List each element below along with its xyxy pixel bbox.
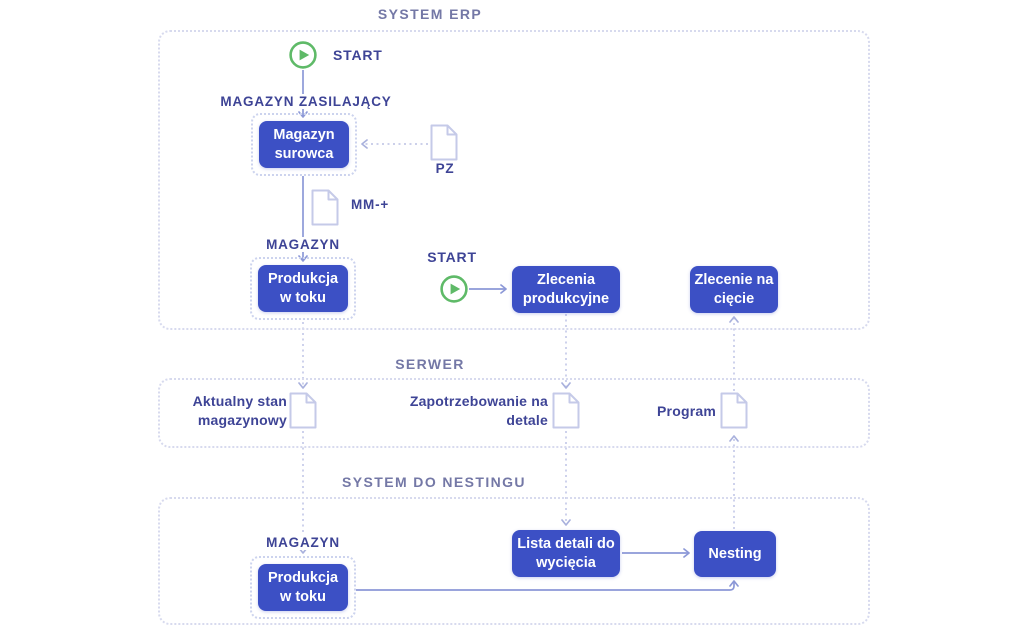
start2-label: START xyxy=(422,249,482,265)
section-title-serwer: SERWER xyxy=(389,356,471,372)
pz-doc-label: PZ xyxy=(430,161,460,176)
node-nesting: Nesting xyxy=(694,531,776,577)
node-lista-detali: Lista detali do wycięcia xyxy=(512,530,620,577)
produkcja-w-toku-wrapper-top xyxy=(250,257,356,320)
arrow-produkcja2-to-nesting xyxy=(356,580,739,591)
start1-label: START xyxy=(328,47,388,63)
produkcja-w-toku-wrapper-bottom xyxy=(250,556,356,619)
node-magazyn-surowca: Magazyn surowca xyxy=(259,121,349,168)
node-zlecenie-na-ciecie: Zlecenie na cięcie xyxy=(690,266,778,313)
feeding-warehouse-label: MAGAZYN ZASILAJĄCY xyxy=(215,94,397,109)
section-title-system-do-nestingu: SYSTEM DO NESTINGU xyxy=(336,474,532,490)
program-doc-label: Program xyxy=(657,403,716,419)
section-system-do-nestingu xyxy=(158,497,870,625)
demand-doc-label: Zapotrzebowanie na detale xyxy=(409,393,548,428)
document-icon-program xyxy=(720,392,748,429)
mm-doc-label: MM-+ xyxy=(346,197,395,212)
section-serwer xyxy=(158,378,870,448)
magazyn-surowca-wrapper xyxy=(251,113,357,176)
node-produkcja-w-toku-bottom: Produkcja w toku xyxy=(258,564,348,611)
play-icon-start2 xyxy=(439,274,469,304)
document-icon-stock xyxy=(289,392,317,429)
section-title-system-erp: SYSTEM ERP xyxy=(371,6,489,22)
document-icon-pz xyxy=(430,124,458,161)
magazyn-label-top: MAGAZYN xyxy=(261,237,345,252)
node-zlecenia-produkcyjne: Zlecenia produkcyjne xyxy=(512,266,620,313)
document-icon-mm xyxy=(311,189,339,226)
section-system-erp xyxy=(158,30,870,330)
play-icon-start1 xyxy=(288,40,318,70)
stock-doc-label: Aktualny stan magazynowy xyxy=(192,393,287,428)
node-produkcja-w-toku-top: Produkcja w toku xyxy=(258,265,348,312)
magazyn-label-bottom: MAGAZYN xyxy=(261,535,345,550)
document-icon-demand xyxy=(552,392,580,429)
